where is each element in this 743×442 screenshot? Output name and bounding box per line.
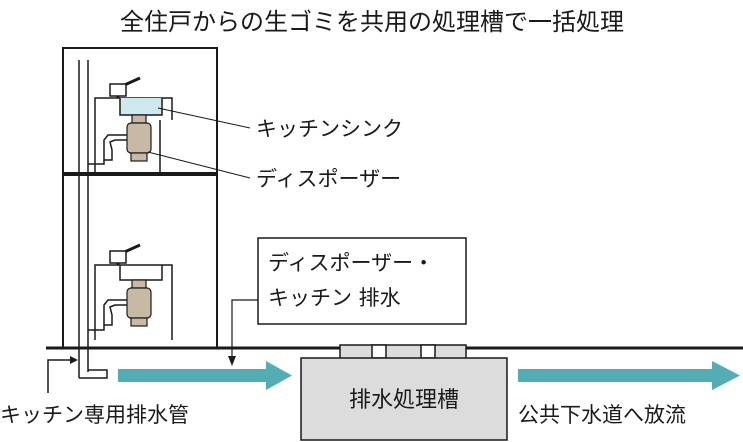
disposer-unit-lower [126, 279, 152, 327]
drain-callout-line2: キッチン 排水 [268, 286, 401, 310]
kitchen-sink-label: キッチンシンク [256, 117, 403, 141]
dedicated-pipe-pointer [47, 359, 70, 393]
diagram-title: 全住戸からの生ゴミを共用の処理槽で一括処理 [120, 8, 624, 36]
vertical-drain-pipe [78, 60, 108, 379]
flow-arrow-to-tank [118, 361, 292, 390]
treatment-tank: 排水処理槽 [300, 344, 508, 441]
flow-arrow-to-sewer [518, 361, 740, 390]
outflow-label: 公共下水道へ放流 [518, 403, 686, 427]
tank-label: 排水処理槽 [349, 388, 459, 413]
drain-callout: ディスポーザー・ キッチン 排水 [228, 237, 467, 366]
disposer-unit-upper [126, 114, 152, 162]
disposer-label: ディスポーザー [256, 167, 401, 191]
leader-line-sink [157, 107, 251, 129]
drain-callout-line1: ディスポーザー・ [268, 251, 434, 275]
lower-kitchen-unit [88, 243, 173, 340]
dedicated-pipe-label: キッチン専用排水管 [0, 403, 189, 427]
upper-kitchen-unit [88, 76, 173, 174]
leader-line-disposer [147, 151, 251, 179]
